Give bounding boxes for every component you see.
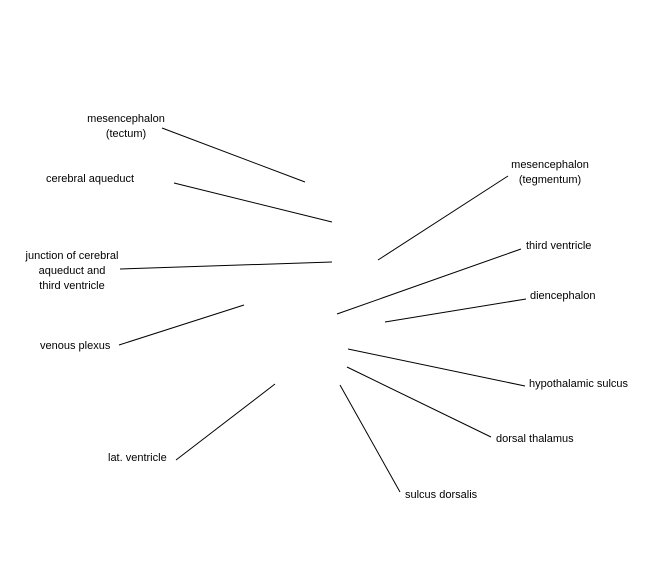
leader-line-diencephalon: [384, 298, 527, 323]
label-diencephalon: diencephalon: [530, 290, 596, 302]
leader-line-lat-ventricle: [175, 383, 276, 461]
label-junction-cerebral-aqueduct-third-ventricle: junction of cerebral aqueduct and third …: [25, 250, 119, 292]
leader-line-third-ventricle: [336, 248, 522, 315]
label-mesencephalon-tectum: mesencephalon (tectum): [87, 113, 165, 140]
leader-line-mesencephalon-tectum: [161, 127, 306, 183]
label-mesencephalon-tegmentum: mesencephalon (tegmentum): [511, 159, 589, 186]
label-third-ventricle: third ventricle: [526, 240, 592, 252]
label-hypothalamic-sulcus: hypothalamic sulcus: [529, 378, 629, 390]
leader-line-sulcus-dorsalis: [339, 384, 401, 493]
leader-line-cerebral-aqueduct: [173, 182, 333, 223]
label-dorsal-thalamus: dorsal thalamus: [496, 433, 574, 445]
label-venous-plexus: venous plexus: [40, 340, 111, 352]
leader-line-venous-plexus: [118, 304, 245, 346]
leader-line-hypothalamic-sulcus: [347, 348, 526, 387]
leader-line-junction: [119, 261, 333, 270]
leader-line-dorsal-thalamus: [346, 366, 492, 438]
label-lat-ventricle: lat. ventricle: [108, 452, 167, 464]
label-sulcus-dorsalis: sulcus dorsalis: [405, 489, 478, 501]
label-cerebral-aqueduct: cerebral aqueduct: [46, 173, 135, 185]
leader-line-mesencephalon-tegmentum: [377, 175, 509, 261]
